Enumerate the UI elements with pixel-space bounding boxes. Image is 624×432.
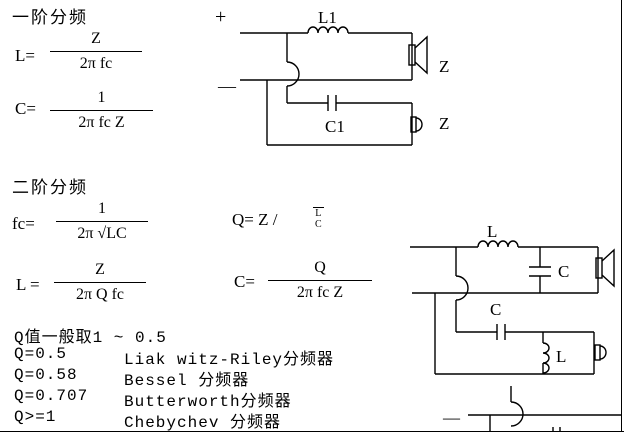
woofer-impedance-label: Z [439,57,450,76]
fc-formula: 1 2π √LC [56,200,148,243]
series-capacitor-label: C [490,300,502,319]
fraction-bar [54,282,146,283]
q-root-fraction: L C [313,207,324,230]
tweeter-impedance-label: Z [439,114,450,133]
denominator: 2π Q fc [75,286,125,303]
numerator: Z [95,261,105,278]
q-row-type: Bessel 分频器 [124,372,250,390]
partial-circuit [468,386,622,432]
q-row-value: Q>=1 [14,408,57,426]
first-order-circuit [240,26,428,146]
q-row-type: Chebychev 分频器 [124,414,282,432]
q-row-type: Liak witz-Riley分频器 [124,351,335,369]
q-label: Q= Z / [232,210,278,229]
q-row-value: Q=0.707 [14,387,89,405]
partial-minus-label: — [443,408,460,427]
capacitor-c1-label: C1 [325,117,345,136]
first-order-c-label: C= [15,99,36,118]
second-order-circuit [410,240,615,375]
shunt-capacitor-label: C [558,262,570,281]
fc-label: fc= [12,214,35,233]
frame-right-border [621,0,622,432]
first-order-c-formula: 1 2π fc Z [50,89,153,132]
q-notes-heading: Q值一般取1 ~ 0.5 [14,329,167,347]
shunt-inductor-label: L [556,347,567,366]
denominator: 2π √LC [77,225,127,242]
numerator: 1 [97,89,106,106]
denominator: 2π fc [79,55,113,72]
first-order-title: 一阶分频 [12,8,88,28]
denominator: 2π fc Z [296,284,344,301]
fraction-bar [50,110,153,111]
fraction-bar [56,221,148,222]
denominator: 2π fc Z [78,114,125,131]
second-order-c-label: C= [234,272,255,291]
second-order-title: 二阶分频 [12,178,88,198]
second-order-l-formula: Z 2π Q fc [54,261,146,304]
first-order-l-label: L= [15,46,35,65]
q-row-value: Q=0.5 [14,345,68,363]
q-row-type: Butterworth分频器 [124,393,292,411]
first-order-l-formula: Z 2π fc [50,30,142,73]
second-order-c-formula: Q 2π fc Z [268,259,372,302]
fraction-bar [50,51,142,52]
inductor-l1-label: L1 [318,8,337,27]
series-inductor-label: L [487,222,498,241]
numerator: Z [91,30,101,47]
root-denominator: C [315,219,322,230]
numerator: Q [314,259,326,276]
minus-terminal-label: — [218,76,236,96]
fraction-bar [268,280,372,281]
numerator: 1 [98,200,106,217]
q-row-value: Q=0.58 [14,366,78,384]
plus-terminal-label: + [215,6,227,28]
root-numerator: L [315,208,322,219]
second-order-l-label: L = [16,275,40,294]
